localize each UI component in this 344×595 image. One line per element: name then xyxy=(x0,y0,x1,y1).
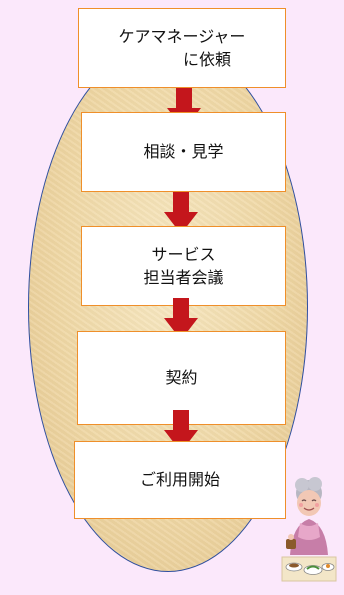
down-arrow-icon xyxy=(167,88,201,130)
step-service-start: ご利用開始 xyxy=(74,441,286,519)
step-consultation-line-1: 相談・見学 xyxy=(143,142,224,162)
step-care-manager-line-1: ケアマネージャー xyxy=(118,26,246,46)
step-care-manager-request: ケアマネージャー に依頼 xyxy=(78,8,286,88)
step-service-meeting-line-1: サービス xyxy=(151,244,216,264)
down-arrow-icon xyxy=(164,298,198,340)
grandma-illustration-icon xyxy=(281,477,337,582)
step-contract-line-1: 契約 xyxy=(165,368,198,388)
down-arrow-icon xyxy=(164,192,198,234)
step-service-start-line-1: ご利用開始 xyxy=(139,470,220,490)
step-care-manager-line-2: に依頼 xyxy=(182,50,231,69)
step-consultation-visit: 相談・見学 xyxy=(81,112,286,192)
down-arrow-icon xyxy=(164,410,198,452)
step-service-meeting: サービス 担当者会議 xyxy=(81,226,286,306)
step-service-meeting-line-2: 担当者会議 xyxy=(143,268,224,287)
step-contract: 契約 xyxy=(77,331,286,425)
